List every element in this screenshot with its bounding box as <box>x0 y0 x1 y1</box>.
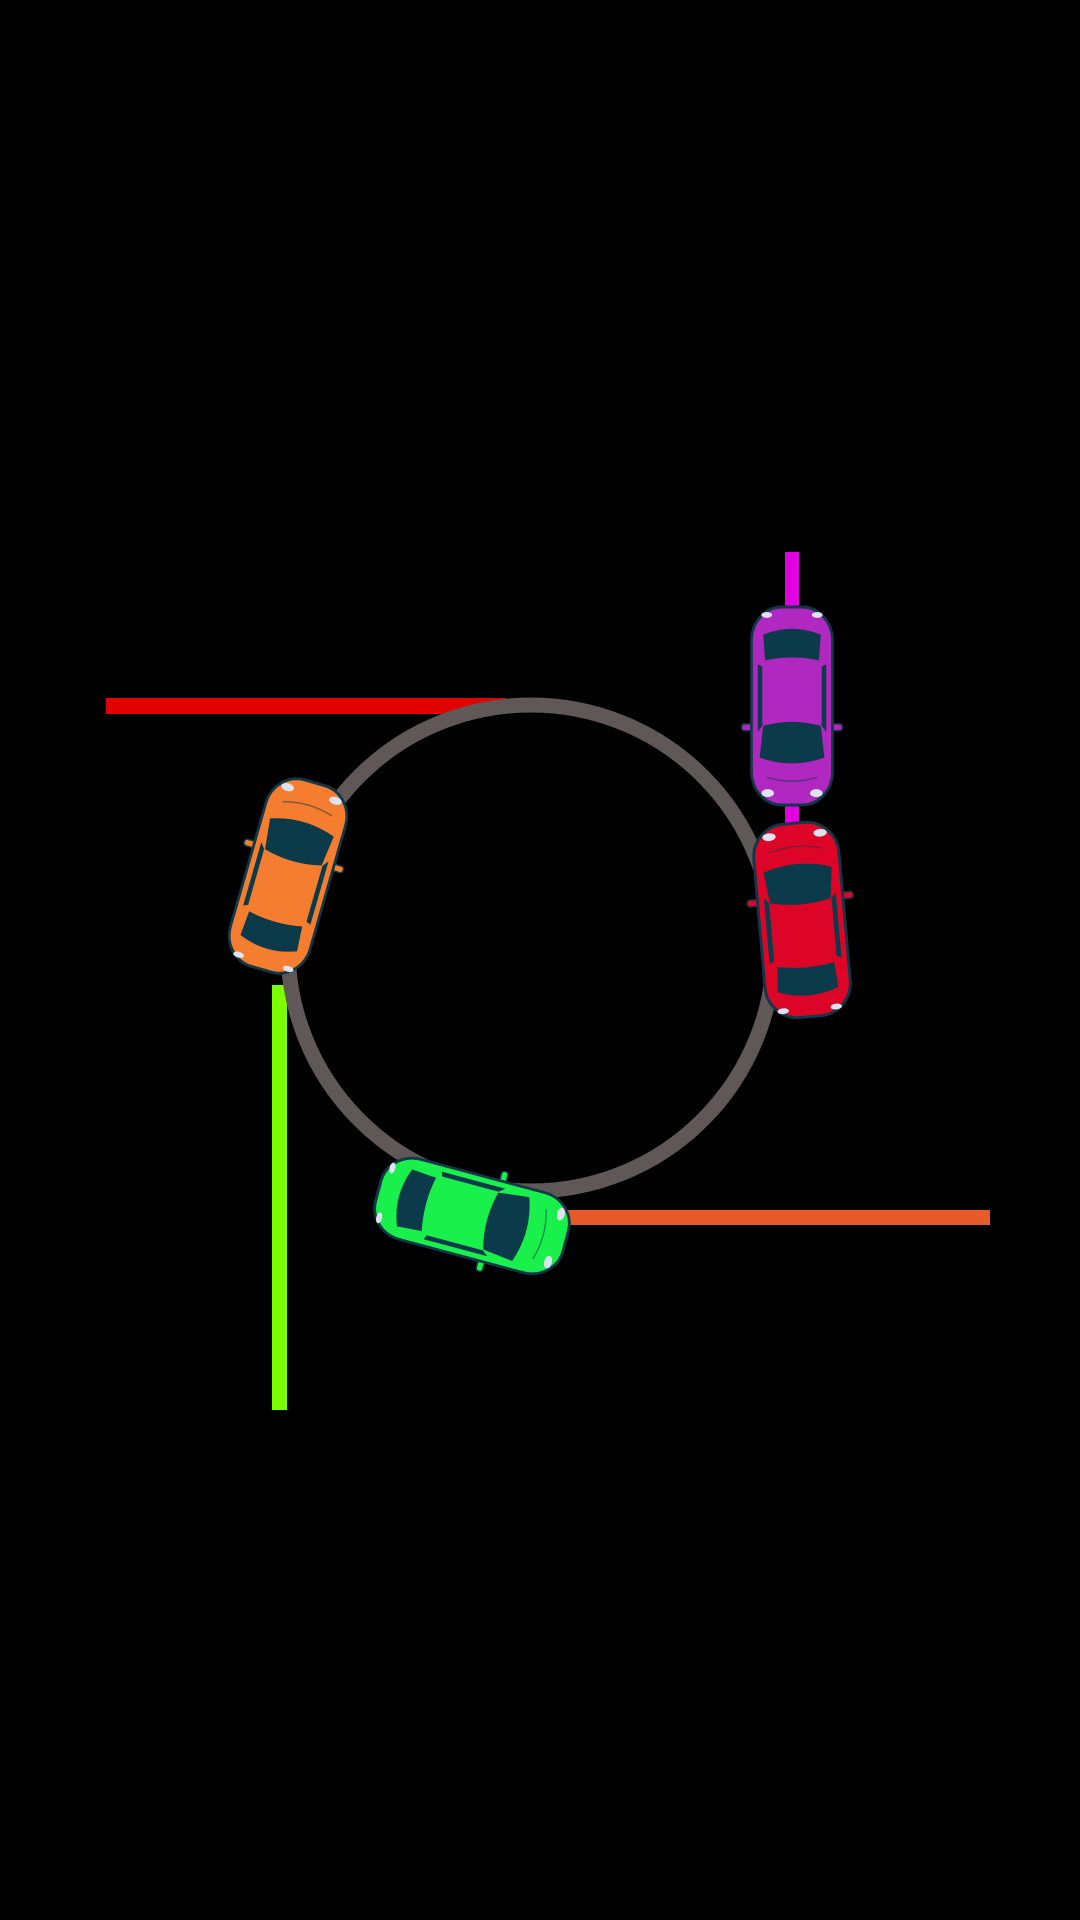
orange-lane <box>540 1210 990 1225</box>
car-icon <box>227 777 349 975</box>
side-window-left <box>757 664 763 732</box>
headlight-right <box>281 782 294 792</box>
car-roof <box>425 1180 495 1246</box>
headlight-right <box>810 789 823 798</box>
orange-car[interactable] <box>212 769 365 984</box>
side-window-right <box>243 842 265 906</box>
taillight-left <box>761 611 773 618</box>
car-icon <box>740 605 844 807</box>
headlight-left <box>543 1255 553 1269</box>
side-window-left <box>306 861 329 925</box>
green-car[interactable] <box>365 1141 579 1291</box>
windshield <box>483 1192 530 1262</box>
car-roof <box>765 662 819 724</box>
rear-window <box>777 961 839 996</box>
purple-car[interactable] <box>740 605 844 807</box>
car-icon <box>373 1156 571 1276</box>
side-window-right <box>441 1171 506 1192</box>
hood-line <box>769 845 823 854</box>
taillight-right <box>389 1162 396 1174</box>
rear-window <box>240 911 303 952</box>
side-window-left <box>423 1235 488 1257</box>
headlight-left <box>329 796 342 805</box>
taillight-right <box>233 951 245 958</box>
car-roof <box>772 900 834 965</box>
windshield <box>759 721 825 764</box>
windshield <box>265 818 334 866</box>
headlight-left <box>813 828 827 837</box>
hood-line <box>766 776 818 782</box>
headlight-right <box>762 833 776 842</box>
lime-lane <box>272 985 287 1410</box>
taillight-right <box>777 1008 789 1015</box>
headlight-left <box>761 789 774 798</box>
headlight-right <box>556 1207 565 1221</box>
side-window-right <box>821 664 827 732</box>
car-roof <box>251 853 318 923</box>
taillight-left <box>830 1003 842 1010</box>
side-window-left <box>831 891 842 958</box>
taillight-left <box>282 965 294 973</box>
rear-window <box>763 628 821 661</box>
windshield <box>763 863 832 905</box>
red-lane <box>106 698 506 714</box>
taillight-right <box>811 611 823 618</box>
taillight-left <box>375 1212 383 1224</box>
red-car[interactable] <box>741 819 864 1022</box>
rear-window <box>396 1169 437 1232</box>
hood-line <box>282 801 333 817</box>
car-icon <box>746 820 854 1020</box>
side-window-right <box>763 898 775 964</box>
hood-line <box>532 1209 547 1260</box>
